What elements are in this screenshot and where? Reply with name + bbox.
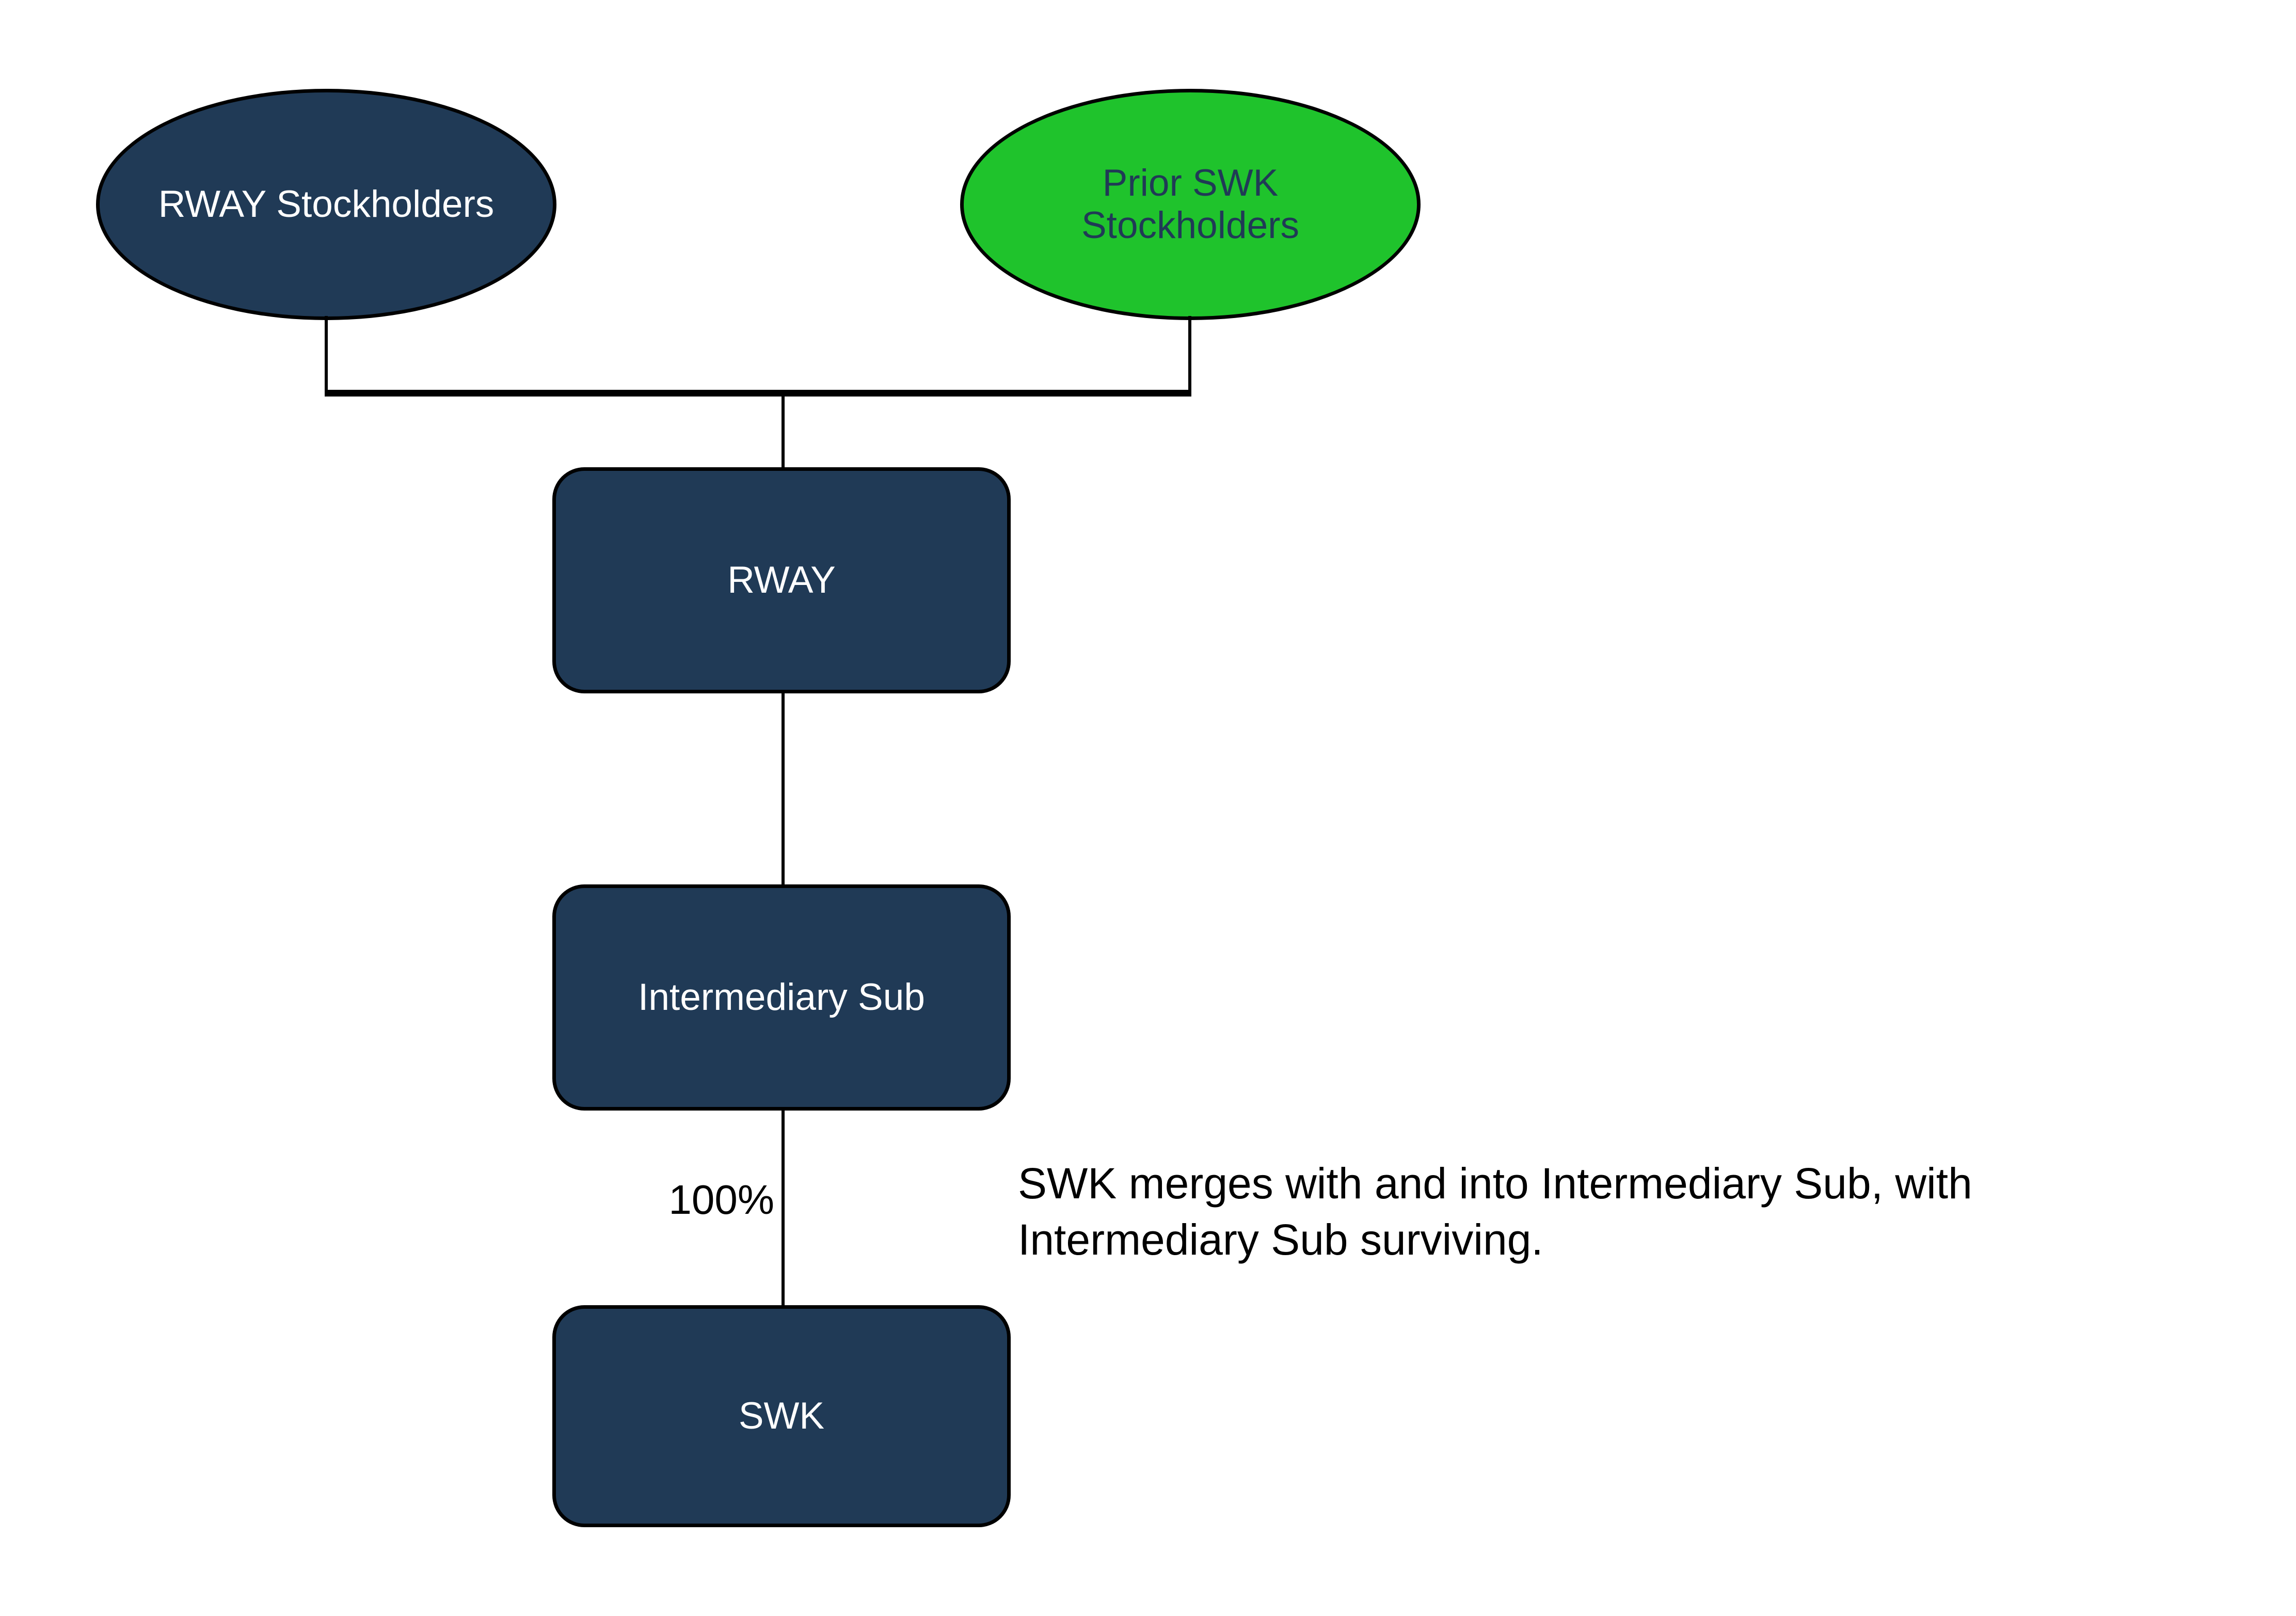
rway-label: RWAY [727, 559, 836, 601]
prior-swk-stockholders-label: Prior SWK Stockholders [1081, 162, 1299, 246]
node-rway-box: RWAY [552, 467, 1011, 693]
connector-to-rway-stem [782, 393, 785, 471]
rway-stockholders-label: RWAY Stockholders [158, 183, 495, 226]
connector-rway-to-intermediary [782, 692, 785, 887]
connector-prior-swk-stockholders-leg [1188, 316, 1191, 393]
node-prior-swk-stockholders-ellipse: Prior SWK Stockholders [960, 89, 1421, 320]
node-rway-stockholders-ellipse: RWAY Stockholders [96, 89, 556, 320]
intermediary-sub-label: Intermediary Sub [638, 976, 925, 1019]
merger-note-line-1: SWK merges with and into Intermediary Su… [1018, 1159, 1972, 1208]
node-intermediary-sub-box: Intermediary Sub [552, 884, 1011, 1111]
connector-horizontal-bar [325, 390, 1191, 397]
merger-note: SWK merges with and into Intermediary Su… [1018, 1155, 2179, 1268]
connector-rway-stockholders-leg [325, 316, 328, 393]
node-swk-box: SWK [552, 1305, 1011, 1527]
merger-note-line-2: Intermediary Sub surviving. [1018, 1215, 1543, 1264]
connector-intermediary-to-swk [782, 1109, 785, 1309]
ownership-percentage-label: 100% [668, 1177, 774, 1223]
swk-label: SWK [738, 1395, 825, 1437]
